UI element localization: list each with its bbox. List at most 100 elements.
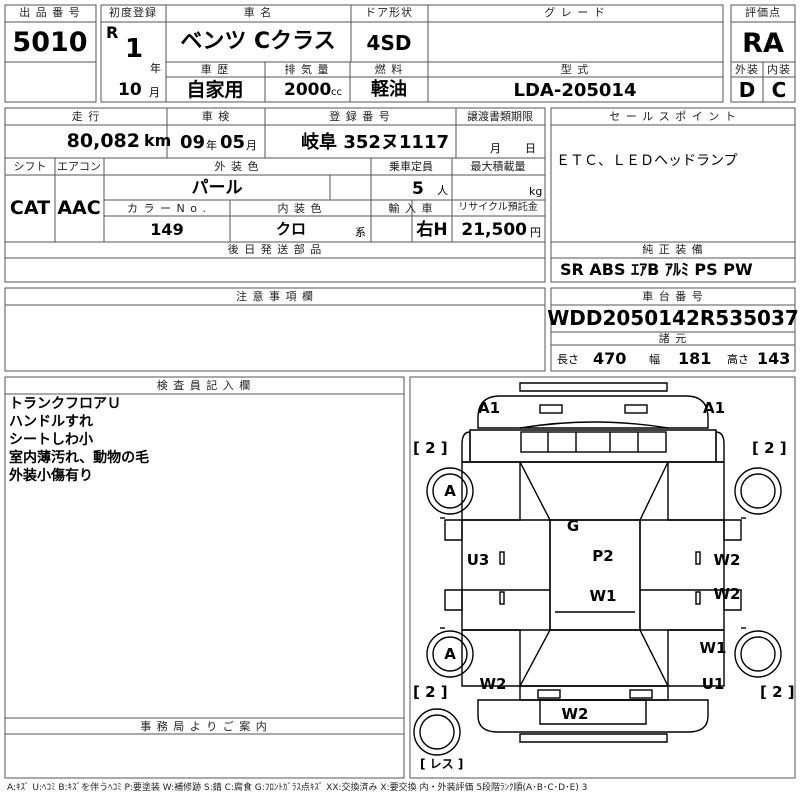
mileage-label: 走 行 (71, 110, 101, 123)
score-label: 評価点 (745, 6, 781, 19)
sales-label: セ ー ル ス ポ イ ン ト (609, 110, 737, 123)
reg-month-value: 10 (118, 80, 142, 100)
transfer-label: 譲渡書類期限 (467, 110, 533, 123)
color-label: 外 装 色 (214, 160, 260, 173)
ac-label: エアコン (57, 160, 101, 173)
import-value: 右H (416, 220, 448, 240)
diagram-box (409, 376, 796, 779)
color-no-label: カ ラ ー N o . (127, 202, 207, 215)
inspection-label: 車 検 (201, 110, 231, 123)
length-value: 470 (593, 349, 627, 368)
inspector-line: 室内薄汚れ、動物の毛 (9, 450, 150, 466)
inspector-line: ハンドルすれ (9, 414, 93, 430)
lot-label: 出 品 番 号 (19, 6, 81, 19)
displacement-value: 2000 (284, 80, 332, 100)
capacity-label: 乗車定員 (389, 160, 433, 173)
model-value: LDA-205014 (513, 80, 637, 101)
notes-label: 注 意 事 項 欄 (236, 290, 314, 303)
model-label: 型 式 (560, 63, 590, 76)
damage-mark-p2: P2 (592, 547, 614, 565)
inspector-line: トランクフロアＵ (9, 396, 121, 412)
name-label: 車 名 (243, 6, 273, 19)
inspector-label: 検 査 員 記 入 欄 (156, 379, 252, 392)
inspector-box (4, 376, 405, 779)
interior-value: C (771, 78, 787, 102)
era-value: R (106, 23, 119, 42)
load-unit: kg (529, 185, 543, 198)
damage-mark-a-left-rear: A (444, 645, 456, 663)
ac-value: AAC (57, 197, 101, 219)
damage-mark-g: G (566, 517, 580, 535)
fuel-value: 軽油 (371, 79, 407, 100)
lot-value: 5010 (12, 27, 88, 58)
import-label: 輸 入 車 (388, 202, 434, 215)
recycle-unit: 円 (530, 226, 541, 239)
later-parts-label: 後 日 発 送 部 品 (227, 243, 323, 256)
year-unit: 年 (150, 62, 161, 75)
recycle-label: リサイクル預託金 (458, 202, 538, 213)
shift-label: シフト (13, 160, 47, 173)
interior-color-label: 内 装 色 (277, 202, 323, 215)
height-label: 高さ (727, 353, 749, 366)
damage-mark-tire-rl: [ 2 ] (413, 683, 448, 701)
damage-mark-a1-right: A1 (702, 399, 726, 417)
spare-tire-mark: [ レス ] (420, 757, 464, 771)
damage-mark-w2-rear: W2 (561, 705, 589, 723)
damage-mark-w1-roof: W1 (589, 587, 617, 605)
damage-mark-u3-left: U3 (466, 551, 490, 569)
history-label: 車 歴 (200, 63, 230, 76)
office-label: 事 務 局 よ り ご 案 内 (140, 720, 268, 733)
equipment-text: SR ABS ｴｱB ｱﾙﾐ PS PW (560, 260, 753, 279)
chassis-label: 車 台 番 号 (642, 290, 704, 303)
inspection-year-unit: 年 (206, 139, 217, 152)
sales-box (550, 107, 796, 243)
damage-mark-w2-right-rear: W2 (713, 585, 741, 603)
damage-mark-a1-left: A1 (477, 399, 501, 417)
legend-text: A:ｷｽﾞ U:ﾍｺﾐ B:ｷｽﾞを伴うﾍｺﾐ P:要塗装 W:補修跡 S:錆 … (7, 783, 588, 793)
later-parts-box (4, 241, 546, 283)
displacement-label: 排 気 量 (284, 63, 330, 76)
inspection-month-unit: 月 (246, 139, 257, 152)
shift-value: CAT (9, 197, 51, 219)
month-unit: 月 (149, 86, 160, 99)
reg-year-value: 1 (125, 34, 144, 64)
width-label: 幅 (649, 353, 660, 366)
exterior-label: 外装 (735, 63, 759, 76)
transfer-day-unit: 日 (525, 142, 536, 155)
displacement-unit: cc (331, 87, 342, 98)
damage-mark-w2-right-front: W2 (713, 551, 741, 569)
damage-mark-w1-right-rear: W1 (699, 639, 727, 657)
interior-label: 内装 (767, 63, 791, 76)
damage-mark-tire-rr: [ 2 ] (760, 683, 795, 701)
plate-label: 登 録 番 号 (329, 110, 391, 123)
lot-box (4, 4, 97, 103)
transfer-month-unit: 月 (490, 142, 501, 155)
interior-color-unit: 系 (355, 226, 366, 239)
inspection-year: 09 (180, 132, 206, 153)
damage-mark-w2-left-rear: W2 (479, 675, 507, 693)
height-value: 143 (757, 349, 791, 368)
inspector-line: シートしわ小 (9, 432, 93, 448)
name-value: ベンツ Cクラス (180, 29, 336, 54)
load-label: 最大積載量 (470, 160, 526, 173)
inspector-notes: トランクフロアＵ ハンドルすれ シートしわ小 室内薄汚れ、動物の毛 外装小傷有り (9, 395, 149, 485)
door-value: 4SD (366, 31, 412, 55)
color-no-value: 149 (150, 220, 184, 239)
inspection-month: 05 (220, 132, 246, 153)
notes-box (4, 287, 546, 372)
width-value: 181 (678, 349, 712, 368)
score-value: RA (742, 28, 784, 59)
damage-mark-a-left-front: A (444, 482, 456, 500)
damage-mark-u1-right-rear: U1 (701, 675, 725, 693)
capacity-unit: 人 (437, 184, 448, 197)
recycle-value: 21,500 (461, 220, 527, 240)
equipment-label: 純 正 装 備 (642, 243, 704, 256)
capacity-value: 5 (412, 179, 424, 199)
first-reg-label: 初度登録 (109, 6, 157, 19)
door-label: ドア形状 (365, 6, 413, 19)
dimensions-label: 諸 元 (658, 332, 688, 345)
sales-text: ＥＴＣ、ＬＥＤヘッドランプ (556, 153, 738, 169)
fuel-label: 燃 料 (374, 63, 404, 76)
